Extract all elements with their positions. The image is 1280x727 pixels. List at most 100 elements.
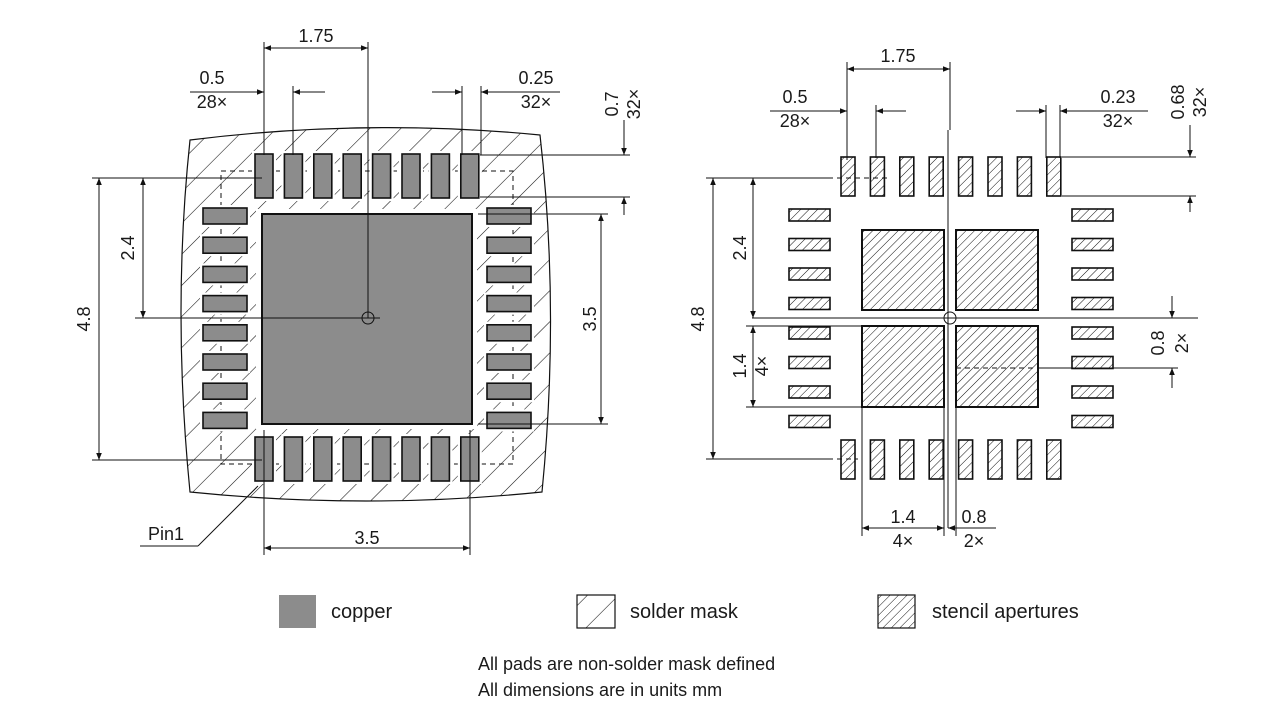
right-pad-east — [1071, 355, 1114, 370]
right-pad-east — [1071, 385, 1114, 399]
right-pad-west — [788, 414, 831, 429]
right-pad-east — [1071, 208, 1114, 222]
right-pads — [788, 156, 1114, 480]
right-pad-top — [840, 156, 856, 197]
right-pad-bottom — [1016, 439, 1033, 480]
legend-copper-swatch — [279, 595, 316, 628]
left-pad-bottom — [283, 436, 304, 482]
legend: copper solder mask stencil apertures — [279, 594, 1079, 629]
rdim-bottom-size: 1.4 — [890, 507, 915, 527]
aperture-bottom-right — [955, 325, 1039, 408]
right-pad-bottom — [869, 439, 886, 480]
left-pad-west — [202, 323, 248, 342]
rdim-pitch-top: 1.75 — [880, 46, 915, 66]
right-pad-top — [987, 156, 1003, 197]
right-pad-bottom — [898, 439, 915, 480]
dim-pad-len-qty: 32× — [624, 89, 644, 120]
dim-half-height: 2.4 — [118, 235, 138, 260]
right-pad-east — [1071, 414, 1114, 429]
right-pad-bottom — [957, 439, 974, 480]
right-pad-west — [788, 385, 831, 399]
left-pad-bottom — [342, 436, 363, 482]
dim-pad-width: 0.5 — [199, 68, 224, 88]
rdim-bottom-size-qty: 4× — [893, 531, 914, 551]
left-pad-top — [283, 153, 304, 199]
left-pad-bottom — [401, 436, 421, 482]
rdim-pad-width: 0.5 — [782, 87, 807, 107]
legend-copper-label: copper — [331, 601, 392, 623]
dim-thermal-height: 3.5 — [580, 306, 600, 331]
right-pad-top — [1046, 156, 1062, 197]
left-dimensions — [92, 42, 630, 555]
dim-pad-len: 0.7 — [602, 91, 622, 116]
rdim-bottom-gap: 0.8 — [961, 507, 986, 527]
right-pad-east — [1071, 267, 1114, 281]
left-pad-top — [254, 153, 274, 199]
pin1-label: Pin1 — [148, 524, 184, 544]
right-pad-bottom — [987, 439, 1003, 480]
right-pad-west — [788, 267, 831, 281]
stencil-apertures — [861, 229, 1039, 408]
right-view: 1.75 0.5 28× 0.23 32× 0.68 32× 2.4 4.8 1… — [688, 46, 1210, 551]
rdim-gap-qty: 32× — [1103, 111, 1134, 131]
left-pad-top — [342, 153, 363, 199]
left-pad-bottom — [371, 436, 392, 482]
legend-stencil-label: stencil apertures — [932, 601, 1079, 623]
rdim-aperture-size-qty: 4× — [752, 356, 772, 377]
package-outline — [220, 170, 514, 465]
left-pad-bottom — [430, 436, 451, 482]
left-pad-west — [202, 353, 248, 371]
left-pads — [200, 151, 534, 484]
rdim-pad-len: 0.68 — [1168, 84, 1188, 119]
left-pad-east — [486, 207, 532, 225]
right-pad-bottom — [1046, 439, 1062, 480]
dim-thermal-width: 3.5 — [354, 528, 379, 548]
legend-stencil-swatch — [877, 594, 916, 629]
dim-gap-qty: 32× — [521, 92, 552, 112]
left-pad-top — [371, 153, 392, 199]
left-pad-east — [486, 382, 532, 401]
left-pad-top — [312, 153, 333, 199]
right-pad-top — [1016, 156, 1033, 197]
left-pad-west — [202, 294, 248, 313]
left-pad-top — [430, 153, 451, 199]
rdim-aperture-gap-qty: 2× — [1172, 333, 1192, 354]
aperture-top-left — [861, 229, 945, 311]
dim-pitch-top: 1.75 — [298, 26, 333, 46]
right-pad-west — [788, 208, 831, 222]
right-pad-west — [788, 326, 831, 340]
rdim-full-height: 4.8 — [688, 306, 708, 331]
aperture-bottom-left — [861, 325, 945, 408]
left-pad-bottom — [312, 436, 333, 482]
left-pad-west — [202, 411, 248, 430]
left-pad-west — [202, 265, 248, 284]
rdim-bottom-gap-qty: 2× — [964, 531, 985, 551]
rdim-half-height: 2.4 — [730, 235, 750, 260]
right-pad-east — [1071, 326, 1114, 340]
dim-gap: 0.25 — [518, 68, 553, 88]
left-pad-east — [486, 265, 532, 284]
aperture-top-right — [955, 229, 1039, 311]
left-pad-west — [202, 236, 248, 254]
left-pad-west — [202, 382, 248, 401]
note-line-1: All pads are non-solder mask defined — [478, 654, 775, 674]
right-dimensions — [706, 62, 1198, 536]
right-dim-labels: 1.75 0.5 28× 0.23 32× 0.68 32× 2.4 4.8 1… — [688, 46, 1210, 551]
left-view: 1.75 0.5 28× 0.25 32× 0.7 32× 2.4 4.8 3.… — [74, 26, 644, 555]
left-pad-east — [486, 411, 532, 430]
legend-solder-mask-swatch — [576, 594, 616, 629]
right-pad-top — [928, 156, 945, 197]
right-pad-east — [1071, 296, 1114, 311]
note-line-2: All dimensions are in units mm — [478, 680, 722, 700]
rdim-aperture-gap: 0.8 — [1148, 330, 1168, 355]
dim-full-height: 4.8 — [74, 306, 94, 331]
left-pad-east — [486, 353, 532, 371]
left-pad-east — [486, 236, 532, 254]
rdim-aperture-size: 1.4 — [730, 353, 750, 378]
right-pad-top — [898, 156, 915, 197]
right-pad-west — [788, 355, 831, 370]
left-pad-top — [401, 153, 421, 199]
left-dim-labels: 1.75 0.5 28× 0.25 32× 0.7 32× 2.4 4.8 3.… — [74, 26, 644, 548]
right-pad-west — [788, 296, 831, 311]
